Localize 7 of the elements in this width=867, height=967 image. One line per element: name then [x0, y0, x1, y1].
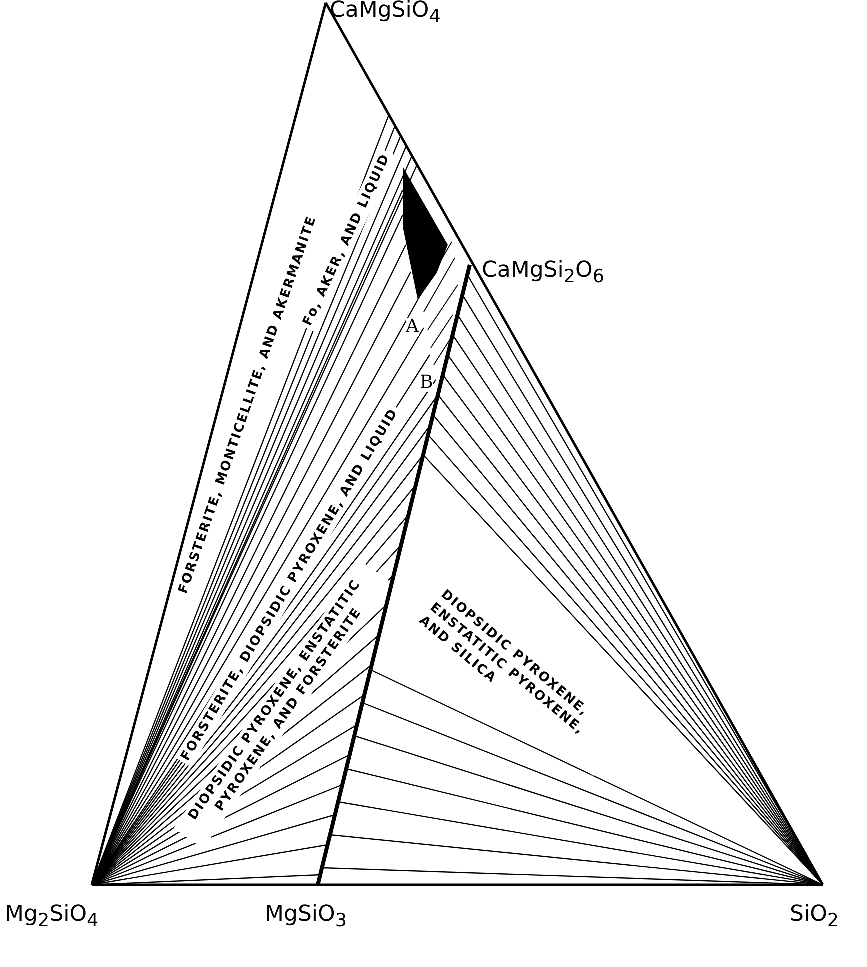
- formula-label: SiO$_{2}$: [790, 902, 840, 932]
- formula-label: CaMgSi$_{2}$O$_{6}$: [482, 258, 605, 288]
- point-label: A: [406, 318, 419, 336]
- formula-label: CaMgSiO$_{4}$: [330, 0, 441, 28]
- formula-label: Mg$_{2}$SiO$_{4}$: [5, 902, 99, 932]
- formula-label: MgSiO$_{3}$: [265, 902, 348, 932]
- point-label: B: [420, 374, 434, 392]
